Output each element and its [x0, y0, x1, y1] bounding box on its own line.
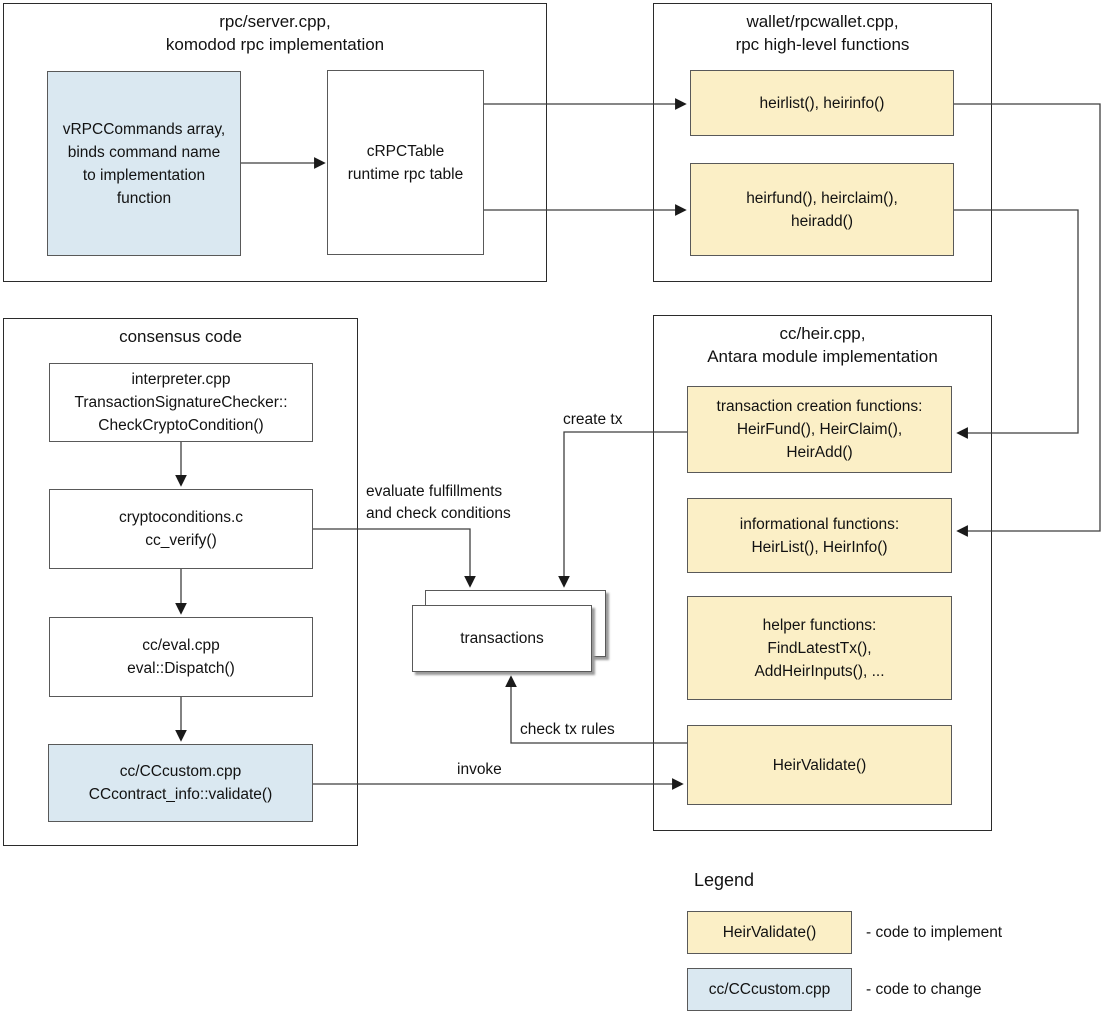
node-cccustom: cc/CCcustom.cpp CCcontract_info::validat… — [48, 744, 313, 822]
node-informational: informational functions: HeirList(), Hei… — [687, 498, 952, 573]
legend-swatch-implement: HeirValidate() — [687, 911, 852, 954]
node-helper: helper functions: FindLatestTx(), AddHei… — [687, 596, 952, 700]
container-wallet-title: wallet/rpcwallet.cpp, rpc high-level fun… — [735, 12, 910, 54]
edge-label-create-tx: create tx — [563, 411, 623, 428]
node-interpreter: interpreter.cpp TransactionSignatureChec… — [49, 363, 313, 442]
node-cceval: cc/eval.cpp eval::Dispatch() — [49, 617, 313, 697]
edge-label-check-tx-rules: check tx rules — [520, 721, 615, 738]
container-consensus-title: consensus code — [119, 327, 242, 346]
edge-txcreation-to-transactions — [558, 431, 687, 588]
node-heirfund: heirfund(), heirclaim(), heiradd() — [690, 163, 954, 256]
node-transactions: transactions — [412, 605, 592, 672]
node-cryptoconditions: cryptoconditions.c cc_verify() — [49, 489, 313, 569]
node-heirvalidate: HeirValidate() — [687, 725, 952, 805]
container-wallet: wallet/rpcwallet.cpp, rpc high-level fun… — [653, 3, 992, 282]
node-heirlist: heirlist(), heirinfo() — [690, 70, 954, 136]
container-rpc-server-title: rpc/server.cpp, komodod rpc implementati… — [165, 12, 385, 54]
edge-heirlist-to-informational — [954, 103, 1101, 537]
container-heir-title: cc/heir.cpp, Antara module implementatio… — [707, 324, 938, 366]
legend-title: Legend — [694, 870, 755, 890]
container-heir: cc/heir.cpp, Antara module implementatio… — [653, 315, 992, 831]
container-consensus: consensus code — [3, 318, 358, 846]
legend-swatch-change: cc/CCcustom.cpp — [687, 968, 852, 1011]
edge-label-evaluate: evaluate fulfillments and check conditio… — [366, 483, 511, 522]
legend-desc-implement: - code to implement — [866, 924, 1003, 941]
legend-desc-change: - code to change — [866, 981, 982, 998]
node-vrpccommands: vRPCCommands array, binds command name t… — [47, 71, 241, 256]
container-rpc-server: rpc/server.cpp, komodod rpc implementati… — [3, 3, 547, 282]
edge-heirvalidate-to-transactions — [505, 675, 687, 744]
edge-ccverify-to-transactions — [313, 528, 476, 588]
edge-label-invoke: invoke — [457, 761, 502, 778]
node-txcreation: transaction creation functions: HeirFund… — [687, 386, 952, 473]
edge-heirfund-to-txcreation — [954, 209, 1079, 439]
node-crpctable: cRPCTable runtime rpc table — [327, 70, 484, 255]
